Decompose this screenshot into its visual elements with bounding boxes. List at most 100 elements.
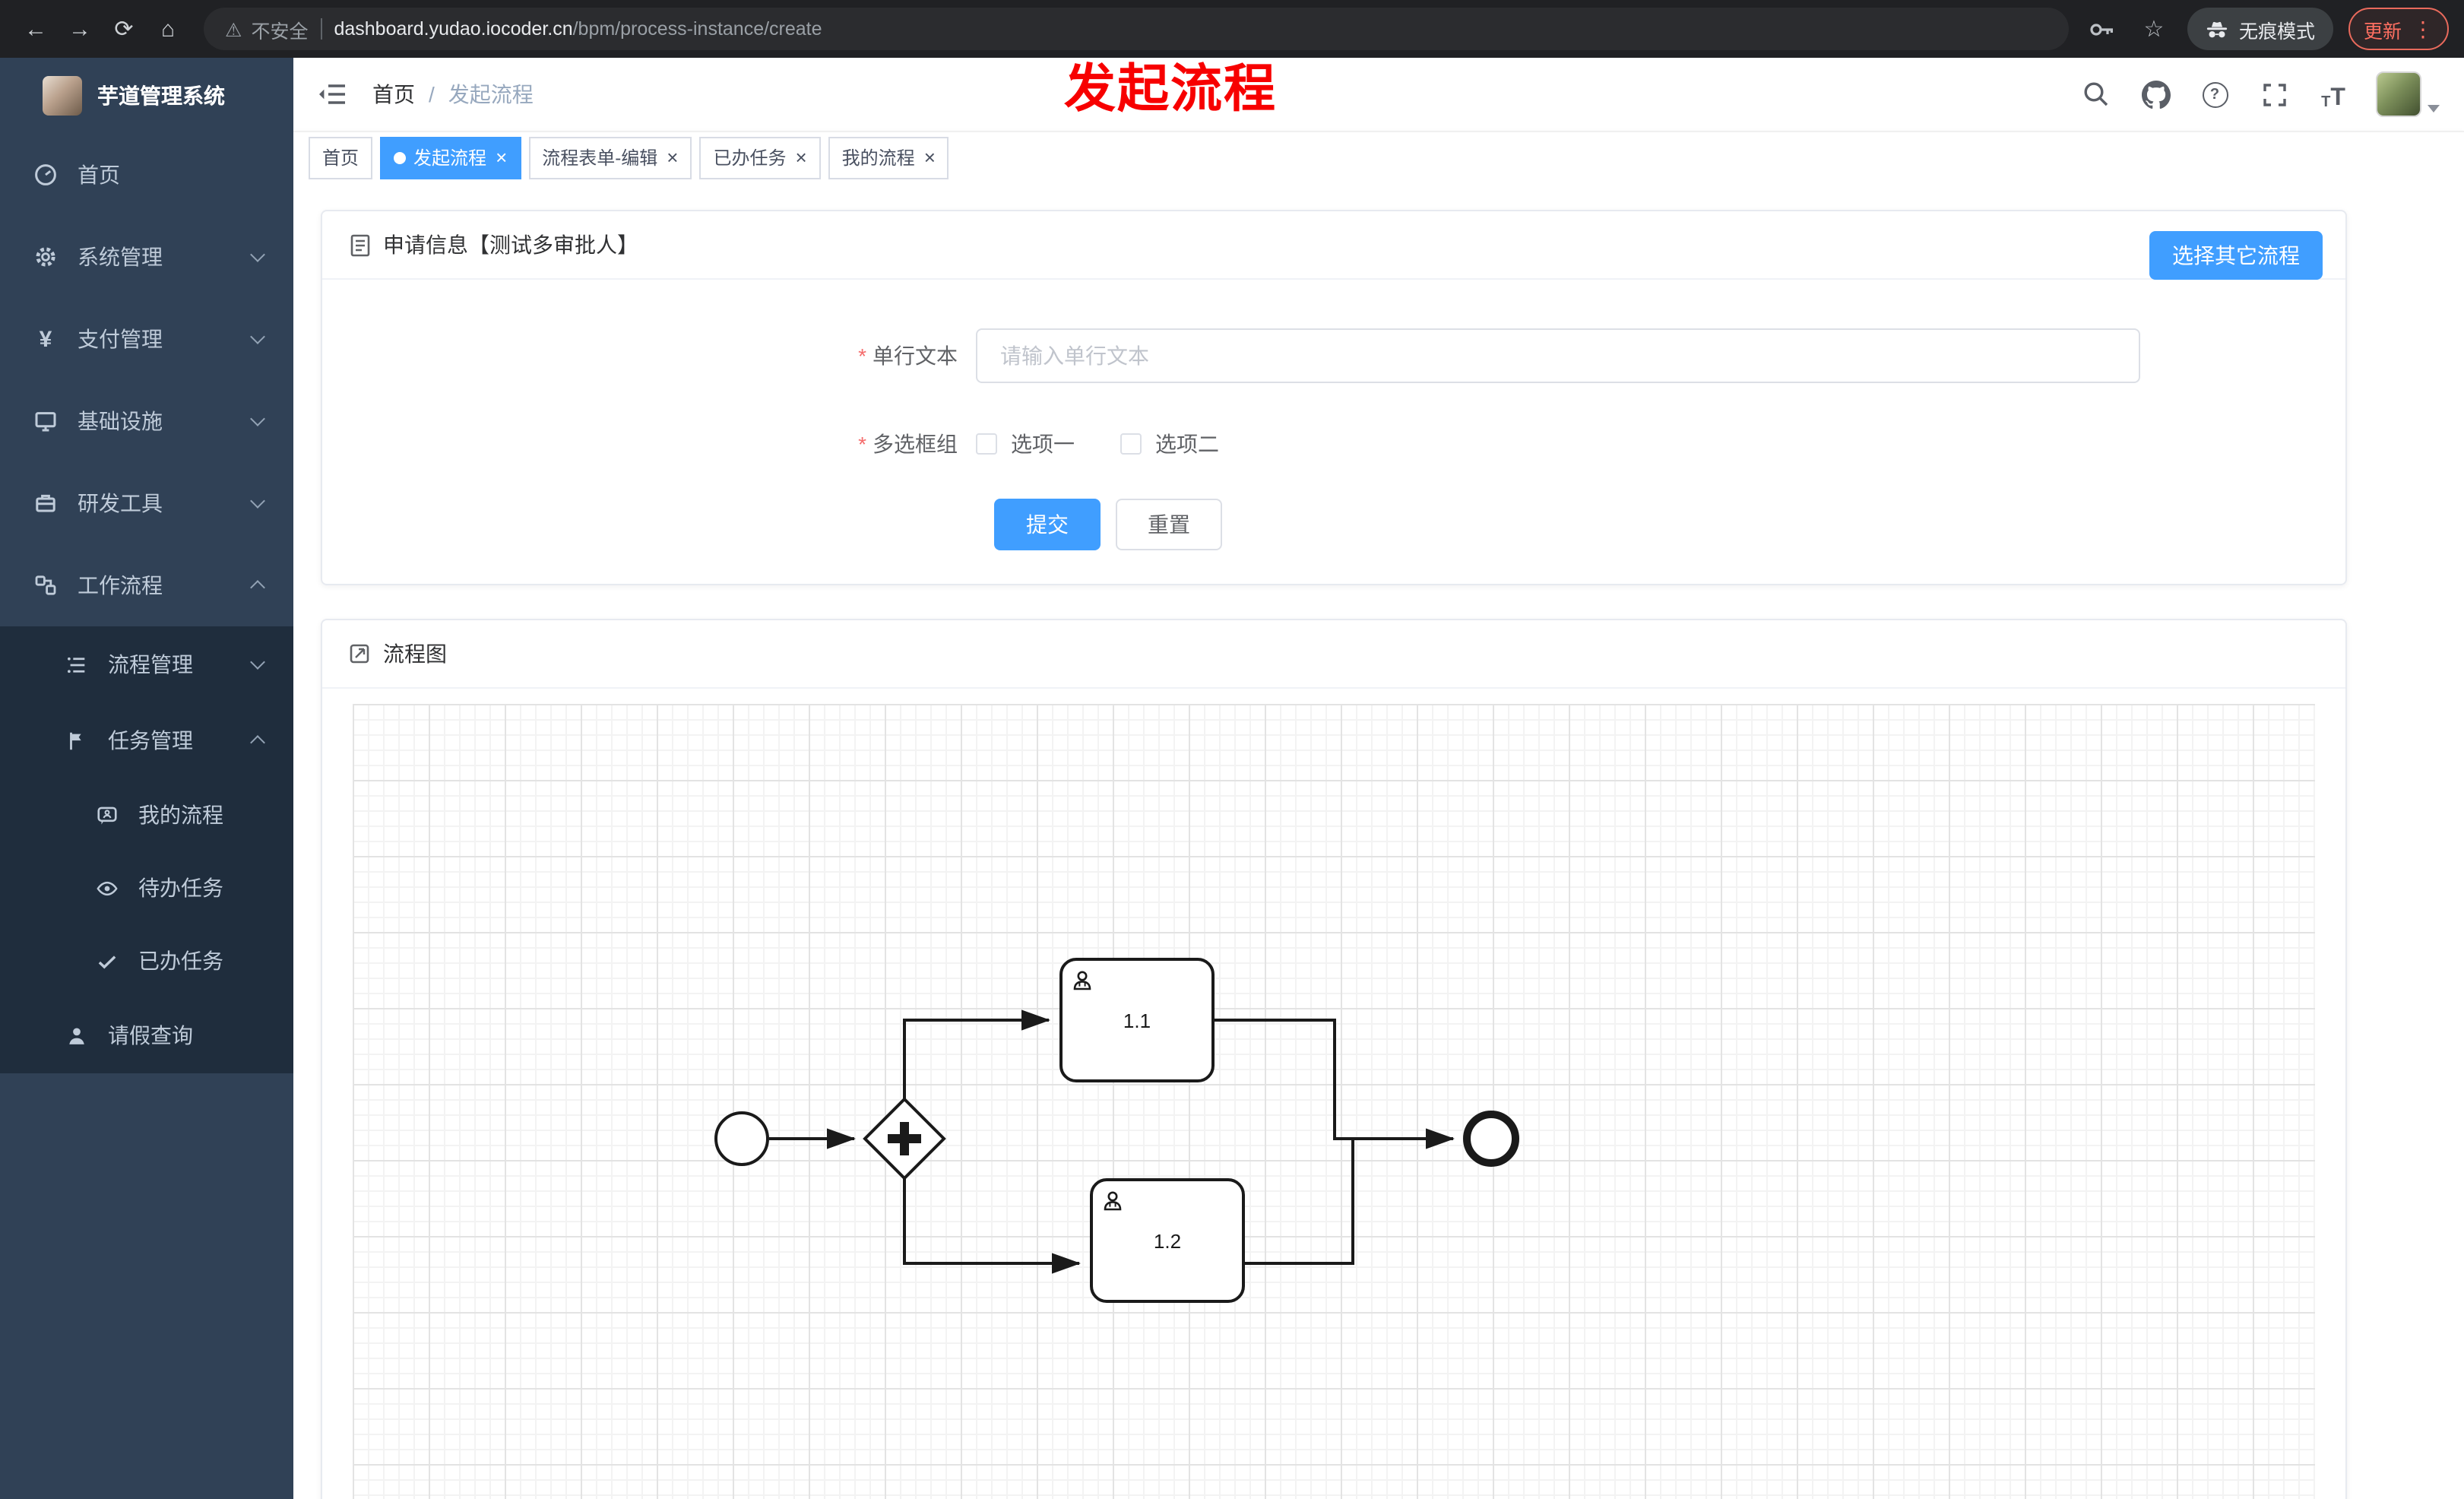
sidebar-item-dev-tools[interactable]: 研发工具 [0, 462, 293, 544]
required-mark: * [858, 344, 866, 368]
avatar[interactable] [2376, 71, 2421, 117]
bookmark-star-icon[interactable]: ☆ [2143, 17, 2165, 43]
close-icon[interactable]: × [923, 146, 936, 169]
question-glyph: ? [2209, 86, 2220, 103]
card-title: 申请信息【测试多审批人】 [383, 233, 638, 257]
browser-update-button[interactable]: 更新 ⋮ [2348, 8, 2449, 50]
sidebar-item-label: 系统管理 [78, 245, 163, 269]
sidebar-item-label: 研发工具 [78, 491, 163, 515]
checkbox-box[interactable] [976, 433, 997, 455]
select-other-process-button[interactable]: 选择其它流程 [2149, 231, 2323, 280]
sidebar-item-home[interactable]: 首页 [0, 134, 293, 216]
form-actions: 提交 重置 [994, 499, 2345, 550]
workflow-icon [33, 573, 58, 597]
gear-icon [33, 245, 58, 269]
security-label: 不安全 [251, 21, 309, 42]
tab-initiate-process[interactable]: 发起流程 × [380, 136, 521, 179]
single-line-text-input[interactable] [976, 328, 2140, 383]
chevron-up-icon [250, 735, 265, 750]
flow-diagram-card: 流程图 [321, 619, 2347, 1499]
dashboard-icon [33, 163, 58, 187]
sidebar-item-done-tasks[interactable]: 已办任务 [0, 924, 293, 997]
sidebar-item-process-management[interactable]: 流程管理 [0, 626, 293, 702]
key-icon[interactable] [2084, 11, 2120, 47]
yen-icon: ¥ [39, 326, 52, 352]
sidebar-item-todo-tasks[interactable]: 待办任务 [0, 851, 293, 924]
tab-done-tasks[interactable]: 已办任务 × [699, 136, 821, 179]
task-label: 1.1 [1123, 1009, 1151, 1032]
caret-down-icon [2428, 105, 2440, 113]
end-event [1463, 1111, 1519, 1167]
sidebar-item-label: 任务管理 [108, 728, 193, 753]
checkbox-option-2[interactable]: 选项二 [1120, 417, 1219, 471]
required-mark: * [858, 432, 866, 456]
tab-home[interactable]: 首页 [309, 136, 373, 179]
submit-button[interactable]: 提交 [994, 499, 1101, 550]
chevron-down-icon [250, 654, 265, 670]
close-icon[interactable]: × [496, 146, 508, 169]
sidebar-item-system-management[interactable]: 系统管理 [0, 216, 293, 298]
user-task-icon [1104, 1191, 1122, 1211]
form-row-checkbox: *多选框组 选项一 选项二 [322, 417, 2345, 471]
sidebar-item-workflow[interactable]: 工作流程 [0, 544, 293, 626]
flag-icon [64, 728, 88, 753]
chevron-down-icon [250, 493, 265, 509]
eye-icon [94, 876, 119, 900]
incognito-badge: 无痕模式 [2187, 8, 2333, 50]
browser-reload-button[interactable]: ⟳ [114, 17, 134, 43]
sidebar-item-label: 流程管理 [108, 652, 193, 677]
close-icon[interactable]: × [667, 146, 679, 169]
app-logo[interactable]: 芋道管理系统 [0, 58, 293, 134]
sidebar-item-leave-query[interactable]: 请假查询 [0, 997, 293, 1073]
sidebar-item-label: 请假查询 [108, 1023, 193, 1047]
fullscreen-icon[interactable] [2257, 78, 2291, 111]
active-tab-dot [394, 151, 407, 163]
security-status[interactable]: ⚠ 不安全 [225, 14, 308, 43]
tab-process-form-edit[interactable]: 流程表单-编辑 × [528, 136, 692, 179]
checkbox-option-1[interactable]: 选项一 [976, 417, 1075, 471]
sidebar-item-label: 我的流程 [138, 803, 223, 827]
browser-chrome: ← → ⟳ ⌂ ⚠ 不安全 dashboard.yudao.iocoder.cn… [0, 0, 2464, 58]
browser-back-button[interactable]: ← [24, 16, 47, 42]
sidebar-item-my-process[interactable]: 我的流程 [0, 778, 293, 851]
tab-label: 发起流程 [413, 147, 487, 169]
sidebar-collapse-button[interactable] [318, 79, 348, 109]
search-icon[interactable] [2079, 78, 2113, 111]
document-icon [350, 233, 371, 256]
chevron-down-icon [250, 411, 265, 426]
github-icon[interactable] [2139, 78, 2172, 111]
tab-my-process[interactable]: 我的流程 × [828, 136, 949, 179]
user-menu[interactable] [2376, 71, 2440, 117]
card-header: 申请信息【测试多审批人】 [322, 211, 2345, 280]
breadcrumb-home[interactable]: 首页 [372, 82, 415, 106]
sidebar-item-payment-management[interactable]: ¥ 支付管理 [0, 298, 293, 380]
logo-image [43, 76, 82, 116]
address-bar[interactable]: ⚠ 不安全 dashboard.yudao.iocoder.cn/bpm/pro… [204, 8, 2069, 50]
url-domain: dashboard.yudao.iocoder.cn [334, 18, 573, 40]
tab-label: 首页 [322, 147, 359, 169]
browser-menu-icon[interactable]: ⋮ [2412, 16, 2434, 40]
bpmn-canvas: 1.1 1.2 [353, 704, 2315, 1499]
reset-button[interactable]: 重置 [1116, 499, 1222, 550]
checkbox-box[interactable] [1120, 433, 1142, 455]
browser-home-button[interactable]: ⌂ [160, 16, 176, 42]
user-task-1-2: 1.2 [1090, 1178, 1245, 1303]
help-icon[interactable]: ? [2198, 78, 2231, 111]
sidebar: 芋道管理系统 首页 系统管理 ¥ 支付管理 基础设施 [0, 58, 293, 1499]
browser-forward-button[interactable]: → [68, 16, 91, 42]
close-icon[interactable]: × [795, 146, 807, 169]
toolbox-icon [33, 491, 58, 515]
form-row-text: *单行文本 [322, 328, 2345, 383]
flowchart-icon [350, 643, 371, 664]
user-task-1-1: 1.1 [1059, 958, 1215, 1082]
incognito-label: 无痕模式 [2238, 21, 2315, 42]
field-label: *单行文本 [858, 344, 958, 368]
user-task-icon [1073, 971, 1091, 990]
url-text: dashboard.yudao.iocoder.cn/bpm/process-i… [334, 18, 822, 40]
tab-label: 已办任务 [713, 147, 787, 169]
breadcrumb-separator: / [429, 82, 435, 106]
sidebar-item-infrastructure[interactable]: 基础设施 [0, 380, 293, 462]
sidebar-item-task-management[interactable]: 任务管理 [0, 702, 293, 778]
